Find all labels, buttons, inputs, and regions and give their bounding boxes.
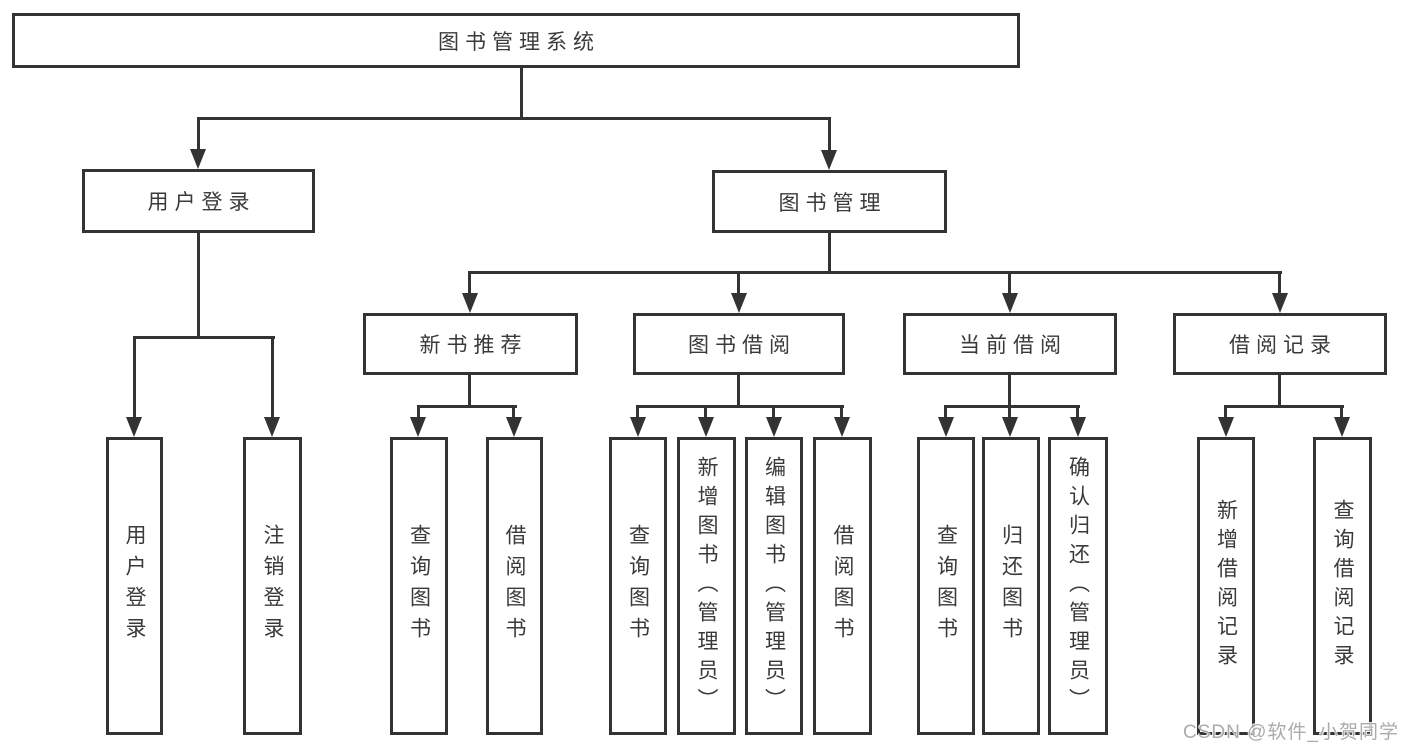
- connector-line: [468, 271, 1282, 274]
- arrowhead-down-icon: [1002, 293, 1018, 313]
- connector-line: [197, 117, 831, 120]
- connector-line: [828, 117, 831, 154]
- node-book-borrow: 图书借阅: [633, 313, 845, 375]
- node-label: 用户登录: [147, 191, 256, 214]
- node-label: 查询借阅记录: [1331, 499, 1355, 673]
- leaf-user-login: 用户登录: [106, 437, 163, 735]
- connector-line: [417, 405, 420, 421]
- connector-line: [1224, 405, 1227, 421]
- node-label: 新增图书（管理员）: [695, 455, 719, 717]
- connector-line: [1340, 405, 1343, 421]
- node-label: 借阅记录: [1229, 334, 1337, 357]
- arrowhead-down-icon: [766, 417, 782, 437]
- node-label: 用户登录: [123, 524, 147, 648]
- connector-line: [133, 336, 136, 420]
- arrowhead-down-icon: [731, 293, 747, 313]
- connector-line: [1224, 405, 1344, 408]
- connector-line: [271, 336, 274, 420]
- node-label: 图书管理系统: [438, 30, 600, 54]
- connector-line: [512, 405, 515, 421]
- connector-line: [944, 405, 1080, 408]
- node-new-book-recommend: 新书推荐: [363, 313, 578, 375]
- node-user-login: 用户登录: [82, 169, 315, 233]
- arrowhead-down-icon: [821, 150, 837, 170]
- leaf-confirm-return-admin: 确认归还（管理员）: [1048, 437, 1108, 735]
- arrowhead-down-icon: [630, 417, 646, 437]
- arrowhead-down-icon: [264, 417, 280, 437]
- node-label: 查询图书: [626, 524, 650, 648]
- connector-line: [197, 117, 200, 153]
- leaf-edit-books-admin: 编辑图书（管理员）: [745, 437, 803, 735]
- arrowhead-down-icon: [698, 417, 714, 437]
- leaf-logout: 注销登录: [243, 437, 302, 735]
- node-label: 查询图书: [934, 524, 958, 648]
- arrowhead-down-icon: [1218, 417, 1234, 437]
- connector-line: [197, 233, 200, 339]
- arrowhead-down-icon: [1070, 417, 1086, 437]
- node-label: 确认归还（管理员）: [1066, 455, 1090, 717]
- leaf-add-borrow-record: 新增借阅记录: [1197, 437, 1255, 735]
- connector-line: [636, 405, 844, 408]
- node-label: 图书借阅: [688, 334, 796, 357]
- node-book-management: 图书管理: [712, 170, 947, 233]
- node-label: 编辑图书（管理员）: [762, 455, 786, 717]
- arrowhead-down-icon: [190, 149, 206, 169]
- node-label: 当前借阅: [959, 334, 1067, 357]
- arrowhead-down-icon: [506, 417, 522, 437]
- leaf-add-books-admin: 新增图书（管理员）: [677, 437, 736, 735]
- node-library-management-system: 图书管理系统: [12, 13, 1020, 68]
- connector-line: [1076, 405, 1079, 421]
- node-label: 借阅图书: [503, 524, 527, 648]
- connector-line: [704, 405, 707, 421]
- connector-line: [772, 405, 775, 421]
- leaf-query-borrow-record: 查询借阅记录: [1313, 437, 1372, 735]
- connector-line: [737, 271, 740, 297]
- arrowhead-down-icon: [1334, 417, 1350, 437]
- connector-line: [840, 405, 843, 421]
- connector-line: [737, 375, 740, 408]
- arrowhead-down-icon: [410, 417, 426, 437]
- node-current-borrow: 当前借阅: [903, 313, 1117, 375]
- connector-line: [520, 68, 523, 118]
- leaf-query-books-borrow: 查询图书: [609, 437, 667, 735]
- connector-line: [468, 271, 471, 297]
- connector-line: [133, 336, 275, 339]
- connector-line: [1008, 375, 1011, 408]
- node-borrow-records: 借阅记录: [1173, 313, 1387, 375]
- connector-line: [1008, 271, 1011, 297]
- node-label: 查询图书: [407, 524, 431, 648]
- leaf-query-books-current: 查询图书: [917, 437, 975, 735]
- csdn-watermark: CSDN @软件_小贺同学: [1183, 722, 1399, 743]
- arrowhead-down-icon: [938, 417, 954, 437]
- connector-line: [944, 405, 947, 421]
- connector-line: [417, 405, 517, 408]
- arrowhead-down-icon: [126, 417, 142, 437]
- leaf-borrow-books-recommend: 借阅图书: [486, 437, 543, 735]
- connector-line: [1278, 375, 1281, 408]
- connector-line: [1278, 271, 1281, 297]
- node-label: 归还图书: [999, 524, 1023, 648]
- arrowhead-down-icon: [1272, 293, 1288, 313]
- arrowhead-down-icon: [1002, 417, 1018, 437]
- connector-line: [1008, 405, 1011, 421]
- node-label: 新增借阅记录: [1214, 499, 1238, 673]
- node-label: 图书管理: [778, 191, 887, 215]
- node-label: 注销登录: [261, 524, 285, 648]
- arrowhead-down-icon: [462, 293, 478, 313]
- leaf-return-books: 归还图书: [982, 437, 1040, 735]
- connector-line: [828, 233, 831, 274]
- leaf-query-books-recommend: 查询图书: [390, 437, 448, 735]
- node-label: 新书推荐: [419, 334, 528, 357]
- leaf-borrow-books: 借阅图书: [813, 437, 872, 735]
- connector-line: [636, 405, 639, 421]
- connector-line: [468, 375, 471, 408]
- arrowhead-down-icon: [834, 417, 850, 437]
- node-label: 借阅图书: [831, 524, 855, 648]
